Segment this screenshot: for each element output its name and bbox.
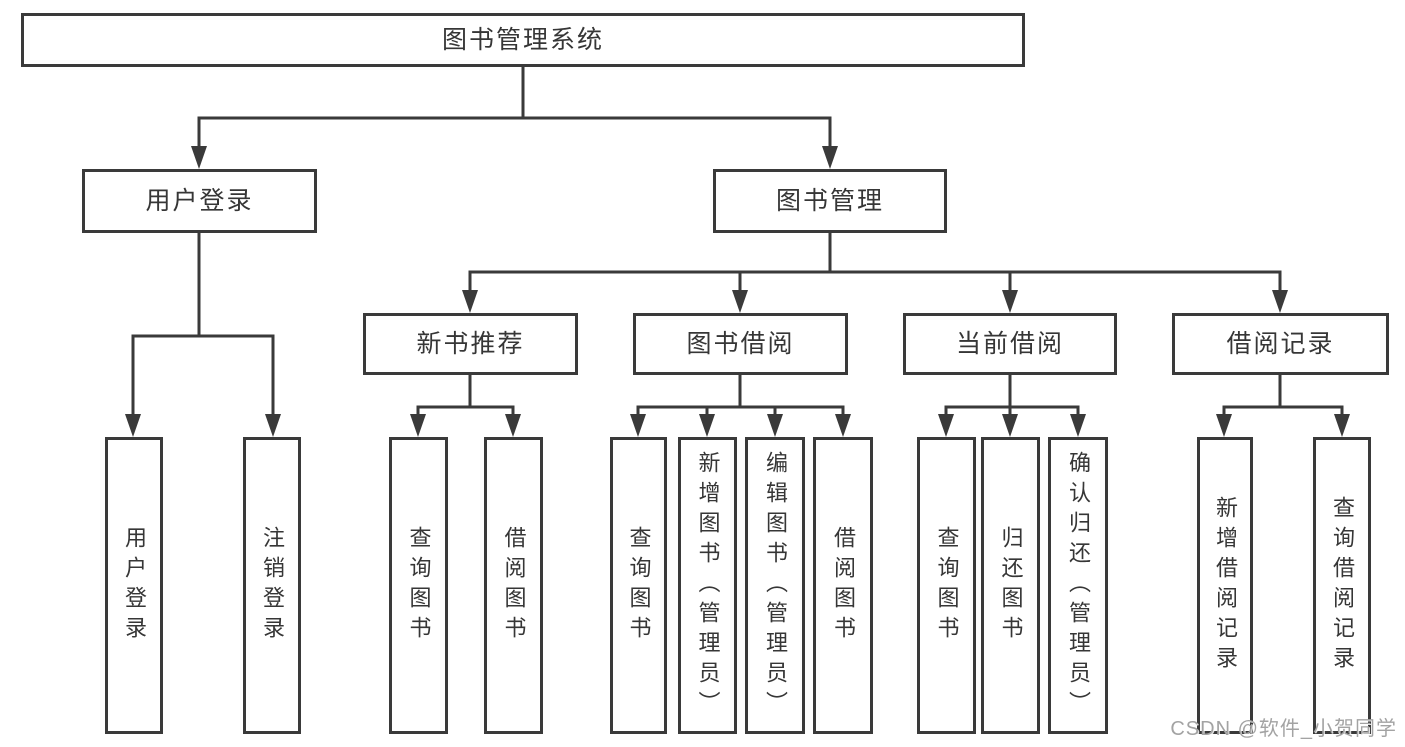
node-root-system: 图书管理系统	[21, 13, 1025, 67]
node-borrowing-records: 借阅记录	[1172, 313, 1389, 375]
node-new-book-recommend: 新书推荐	[363, 313, 578, 375]
leaf-borrow-query-books: 查询图书	[610, 437, 667, 734]
leaf-current-query-books: 查询图书	[917, 437, 976, 734]
leaf-logout: 注销登录	[243, 437, 301, 734]
leaf-newbook-borrow-books: 借阅图书	[484, 437, 543, 734]
leaf-borrow-borrow-books: 借阅图书	[813, 437, 873, 734]
leaf-current-confirm-return-admin: 确认归还（管理员）	[1048, 437, 1108, 734]
leaf-current-return-books: 归还图书	[981, 437, 1040, 734]
leaf-newbook-query-books: 查询图书	[389, 437, 448, 734]
leaf-borrow-add-books-admin: 新增图书（管理员）	[678, 437, 737, 734]
leaf-records-add-record: 新增借阅记录	[1197, 437, 1253, 734]
leaf-records-query-record: 查询借阅记录	[1313, 437, 1371, 734]
node-book-borrowing: 图书借阅	[633, 313, 848, 375]
node-book-management: 图书管理	[713, 169, 947, 233]
leaf-user-login: 用户登录	[105, 437, 163, 734]
node-current-borrowing: 当前借阅	[903, 313, 1117, 375]
node-user-login: 用户登录	[82, 169, 317, 233]
watermark: CSDN @软件_小贺同学	[1170, 718, 1397, 740]
leaf-borrow-edit-books-admin: 编辑图书（管理员）	[745, 437, 805, 734]
